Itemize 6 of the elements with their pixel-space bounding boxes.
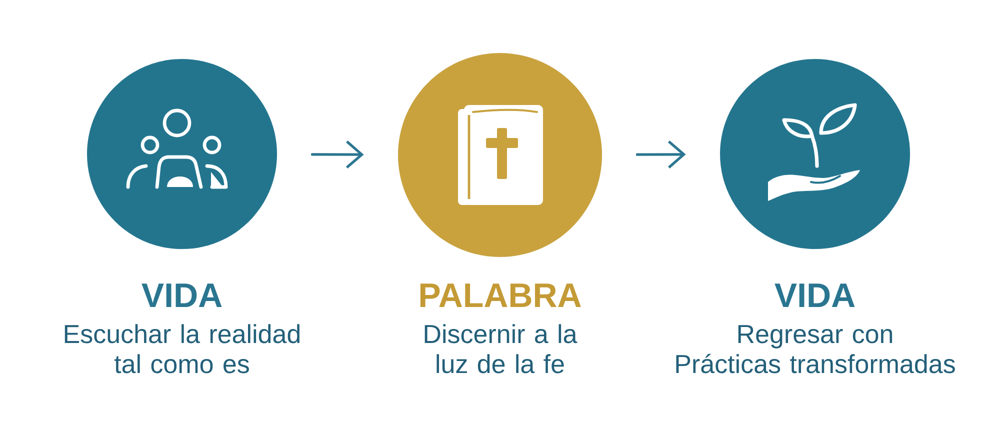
step-description: Regresar con Prácticas transformadas <box>676 325 955 374</box>
step-description: Discernir a la luz de la fe <box>424 324 578 374</box>
step-title: VIDA <box>142 284 222 307</box>
step-title: VIDA <box>774 284 855 307</box>
step-description: Escuchar la realidad tal como es <box>64 324 300 374</box>
step-title: PALABRA <box>420 284 581 307</box>
